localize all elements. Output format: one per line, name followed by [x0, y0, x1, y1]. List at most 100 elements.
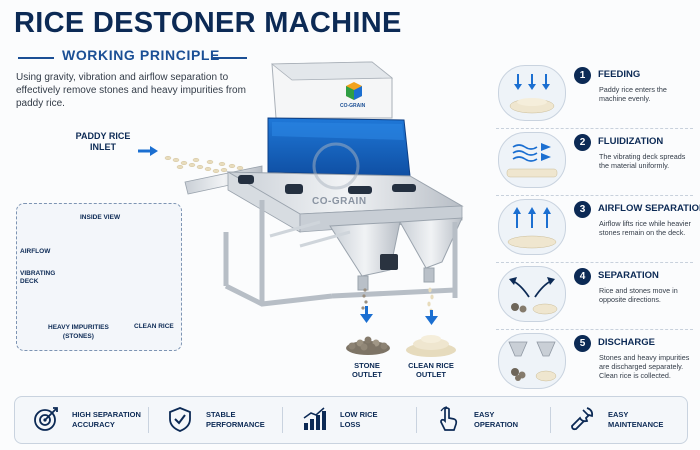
stone-outlet-line1: STONE — [354, 361, 380, 370]
wrench-icon — [571, 407, 594, 431]
step-desc: Stones and heavy impurities are discharg… — [599, 353, 690, 380]
stone-outlet-label: STONE OUTLET — [342, 361, 392, 379]
feature-divider — [550, 407, 551, 433]
vibrating-deck-line2: DECK — [20, 278, 39, 285]
feature-label-line1: EASY — [474, 410, 495, 419]
outlet-stream-stones — [361, 288, 368, 310]
co-grain-logo-icon — [346, 82, 362, 100]
logo-text: CO-GRAIN — [340, 103, 366, 109]
step-feeding: 1 FEEDING Paddy rice enters the machine … — [492, 63, 697, 130]
step-number: 1 — [574, 67, 591, 84]
step-title: AIRFLOW SEPARATION — [598, 203, 700, 214]
feature-label-line2: OPERATION — [474, 420, 519, 429]
feeding-icon — [498, 65, 566, 121]
motor — [380, 254, 398, 270]
rice-stream — [164, 155, 244, 173]
step-desc: The vibrating deck spreads the material … — [599, 152, 686, 170]
bar-chart-icon — [303, 407, 326, 430]
feature-divider — [282, 407, 283, 433]
step-divider — [496, 329, 693, 330]
heavy-impurities-line1: HEAVY IMPURITIES — [48, 324, 109, 331]
feature-label-line2: LOSS — [340, 420, 361, 429]
inlet-label-line1: PADDY RICE — [75, 131, 131, 141]
hand-pointer-icon — [440, 406, 458, 431]
subtitle-rule-right — [213, 57, 247, 59]
window-4 — [392, 184, 416, 192]
window-1 — [238, 175, 254, 184]
separation-icon — [498, 266, 566, 322]
step-separation: 4 SEPARATION Rice and stones move in opp… — [492, 264, 697, 331]
subtitle-block: WORKING PRINCIPLE — [18, 47, 247, 67]
feature-divider — [416, 407, 417, 433]
step-number: 5 — [574, 335, 591, 352]
steps-panel: 1 FEEDING Paddy rice enters the machine … — [492, 63, 700, 398]
window-2 — [285, 184, 303, 194]
feature-divider — [148, 407, 149, 433]
shield-check-icon — [169, 407, 191, 432]
watermark-icon — [312, 142, 360, 190]
intro-text: Using gravity, vibration and airflow sep… — [16, 72, 246, 109]
feature-label-line2: ACCURACY — [72, 420, 115, 429]
step-number: 3 — [574, 201, 591, 218]
feature-label-line2: MAINTENANCE — [608, 420, 664, 429]
stone-pile — [346, 336, 390, 355]
feature-label-line1: STABLE — [206, 410, 236, 419]
stone-outlet-line2: OUTLET — [352, 370, 382, 379]
feature-label-line1: EASY — [608, 410, 629, 419]
step-divider — [496, 128, 693, 129]
target-icon — [34, 407, 58, 431]
brand-watermark: CO-GRAIN — [312, 196, 367, 207]
subtitle: WORKING PRINCIPLE — [62, 47, 220, 63]
discharge-icon — [498, 333, 566, 389]
airflow-label: AIRFLOW — [20, 248, 51, 255]
rice-hopper — [399, 217, 463, 269]
clean-rice-label: CLEAN RICE — [134, 323, 174, 330]
step-number: 4 — [574, 268, 591, 285]
inlet-arrow-icon — [138, 146, 158, 156]
clean-outlet-line1: CLEAN RICE — [408, 361, 454, 370]
inside-view-panel — [16, 203, 182, 351]
feature-label-line2: PERFORMANCE — [206, 420, 265, 429]
inside-view-label: INSIDE VIEW — [80, 214, 121, 221]
clean-rice-outlet-label: CLEAN RICE OUTLET — [400, 361, 462, 379]
page-title: RICE DESTONER MACHINE — [14, 7, 402, 39]
step-airflow-separation: 3 AIRFLOW SEPARATION Airflow lifts rice … — [492, 197, 700, 264]
fluidization-icon — [498, 132, 566, 188]
paddy-rice-inlet-label: PADDY RICE INLET — [64, 131, 142, 153]
step-title: DISCHARGE — [598, 337, 656, 348]
feature-label-line1: LOW RICE — [340, 410, 378, 419]
vibrating-deck-label: VIBRATING DECK — [20, 270, 55, 286]
step-desc: Rice and stones move in opposite directi… — [599, 286, 678, 304]
subtitle-rule-left — [18, 57, 54, 59]
step-title: FLUIDIZATION — [598, 136, 664, 147]
step-title: SEPARATION — [598, 270, 659, 281]
clean-outlet-line2: OUTLET — [416, 370, 446, 379]
feature-label-line1: HIGH SEPARATION — [72, 410, 141, 419]
heavy-impurities-label: HEAVY IMPURITIES (STONES) — [48, 323, 109, 341]
airflow-icon — [498, 199, 566, 255]
window-3 — [348, 186, 372, 194]
machine-frame — [223, 200, 458, 307]
step-number: 2 — [574, 134, 591, 151]
vibrating-deck-line1: VIBRATING — [20, 270, 56, 277]
heavy-impurities-line2: (STONES) — [62, 333, 94, 340]
step-fluidization: 2 FLUIDIZATION The vibrating deck spread… — [492, 130, 697, 197]
outlet-arrows-icon — [360, 306, 438, 325]
step-discharge: 5 DISCHARGE Stones and heavy impurities … — [492, 331, 697, 398]
step-divider — [496, 262, 693, 263]
step-title: FEEDING — [598, 69, 641, 80]
step-divider — [496, 195, 693, 196]
step-desc: Paddy rice enters the machine evenly. — [599, 85, 667, 103]
step-desc: Airflow lifts rice while heavier stones … — [599, 219, 691, 237]
